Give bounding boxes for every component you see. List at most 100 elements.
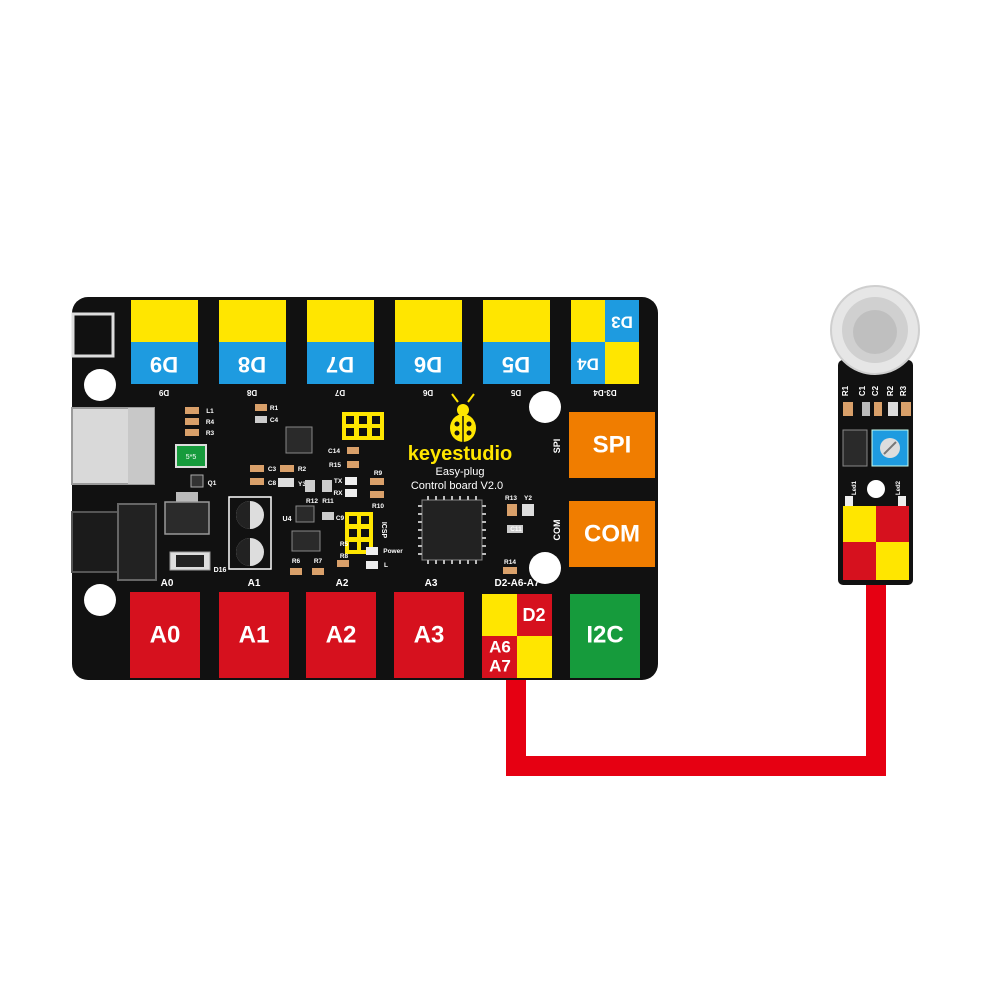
- svg-text:R1: R1: [841, 385, 850, 396]
- svg-text:Power: Power: [383, 548, 403, 555]
- svg-text:TX: TX: [334, 478, 343, 485]
- sensor-mounting-hole: [867, 480, 885, 498]
- com-port[interactable]: COM COM: [552, 501, 655, 567]
- digital-port-d6[interactable]: D6 D6: [395, 300, 462, 397]
- cable: [506, 578, 886, 776]
- digital-port-d5[interactable]: D5 D5: [483, 300, 550, 397]
- sensor-connector[interactable]: [843, 506, 909, 580]
- ladybug-icon: [450, 393, 476, 442]
- svg-text:R2: R2: [886, 385, 895, 396]
- svg-text:COM: COM: [584, 520, 640, 547]
- svg-text:R7: R7: [314, 558, 323, 565]
- svg-text:C2: C2: [871, 385, 880, 396]
- svg-text:D3: D3: [611, 313, 633, 332]
- potentiometer[interactable]: [871, 429, 909, 467]
- analog-port-a0[interactable]: A0 A0: [130, 578, 200, 678]
- svg-text:C14: C14: [328, 448, 340, 455]
- svg-text:C9: C9: [336, 515, 345, 522]
- svg-text:Q1: Q1: [208, 480, 217, 487]
- digital-port-d9[interactable]: D9 D9: [131, 300, 198, 397]
- spi-port[interactable]: SPI SPI: [552, 412, 655, 478]
- svg-text:R9: R9: [374, 470, 383, 477]
- svg-text:A3: A3: [414, 621, 445, 648]
- svg-text:A6: A6: [489, 637, 511, 656]
- svg-text:D4: D4: [577, 355, 599, 374]
- svg-text:D5: D5: [510, 388, 521, 397]
- svg-text:R8: R8: [340, 553, 349, 560]
- svg-text:Led2: Led2: [896, 480, 902, 495]
- sensor-cap: [830, 285, 920, 375]
- u4-chip: U4: [283, 505, 321, 552]
- comparator-chip: [842, 429, 868, 467]
- svg-text:5*5: 5*5: [186, 454, 197, 461]
- svg-text:D5: D5: [502, 352, 530, 377]
- mcu-chip: [418, 496, 486, 564]
- board-subtitle-1: Easy-plug: [436, 466, 485, 478]
- svg-text:R10: R10: [372, 503, 384, 510]
- svg-text:R4: R4: [206, 419, 215, 426]
- svg-text:D6: D6: [414, 352, 442, 377]
- brand-name: keyestudio: [408, 443, 512, 465]
- svg-text:R13: R13: [505, 495, 517, 502]
- svg-text:C8: C8: [268, 480, 277, 487]
- usb-chip: [285, 426, 313, 454]
- svg-text:A1: A1: [239, 621, 270, 648]
- digital-port-d3-d4[interactable]: D3 D4 D3-D4: [571, 300, 639, 397]
- svg-text:SPI: SPI: [552, 439, 562, 454]
- svg-text:R2: R2: [298, 466, 307, 473]
- svg-text:L: L: [384, 562, 388, 569]
- svg-text:A7: A7: [489, 656, 511, 675]
- electrolytic-capacitors: [228, 496, 272, 570]
- icsp-header: [342, 412, 384, 440]
- svg-text:D16: D16: [214, 567, 227, 574]
- analog-port-a3[interactable]: A3 A3: [394, 578, 464, 678]
- svg-text:D8: D8: [238, 352, 266, 377]
- voltage-regulator: [164, 492, 210, 535]
- fuse: 5*5: [175, 444, 207, 468]
- svg-text:R11: R11: [322, 498, 334, 505]
- svg-text:D7: D7: [334, 388, 345, 397]
- svg-text:Led1: Led1: [852, 480, 858, 495]
- svg-text:A0: A0: [161, 578, 174, 589]
- svg-text:R6: R6: [292, 558, 301, 565]
- svg-text:U4: U4: [283, 516, 292, 523]
- svg-text:A0: A0: [150, 621, 181, 648]
- svg-text:ICSP: ICSP: [380, 522, 387, 539]
- svg-text:A2: A2: [336, 578, 349, 589]
- analog-port-a2[interactable]: A2 A2: [306, 578, 376, 678]
- svg-text:D2-A6-A7: D2-A6-A7: [494, 578, 539, 589]
- svg-text:A3: A3: [425, 578, 438, 589]
- svg-text:R5: R5: [340, 541, 349, 548]
- digital-port-d7[interactable]: D7 D7: [307, 300, 374, 397]
- svg-text:R15: R15: [329, 462, 341, 469]
- svg-text:C4: C4: [270, 417, 279, 424]
- svg-text:R3: R3: [206, 430, 215, 437]
- svg-text:Y2: Y2: [524, 495, 532, 502]
- mixed-port-d2-a6-a7[interactable]: D2-A6-A7 D2 A6 A7: [482, 578, 552, 678]
- svg-text:D3-D4: D3-D4: [593, 388, 617, 397]
- svg-text:D9: D9: [150, 352, 178, 377]
- svg-text:I2C: I2C: [586, 621, 623, 648]
- svg-text:L1: L1: [206, 408, 214, 415]
- digital-port-d8[interactable]: D8 D8: [219, 300, 286, 397]
- svg-text:A2: A2: [326, 621, 357, 648]
- svg-text:Y3: Y3: [298, 481, 306, 488]
- svg-text:D8: D8: [246, 388, 257, 397]
- keyestudio-logo: keyestudio Easy-plug Control board V2.0: [408, 393, 512, 492]
- reset-switch: [71, 312, 115, 358]
- svg-text:D2: D2: [522, 605, 545, 625]
- svg-text:C3: C3: [268, 466, 277, 473]
- svg-text:R14: R14: [504, 559, 516, 566]
- svg-text:SPI: SPI: [593, 431, 632, 458]
- i2c-port[interactable]: I2C: [570, 594, 640, 678]
- svg-text:R1: R1: [270, 405, 279, 412]
- svg-text:D6: D6: [422, 388, 433, 397]
- svg-text:R3: R3: [899, 385, 908, 396]
- svg-text:R12: R12: [306, 498, 318, 505]
- svg-text:C1: C1: [858, 385, 867, 396]
- analog-port-a1[interactable]: A1 A1: [219, 578, 289, 678]
- mounting-hole: [84, 584, 116, 616]
- svg-text:A1: A1: [248, 578, 261, 589]
- diode-d16: D16: [169, 551, 227, 574]
